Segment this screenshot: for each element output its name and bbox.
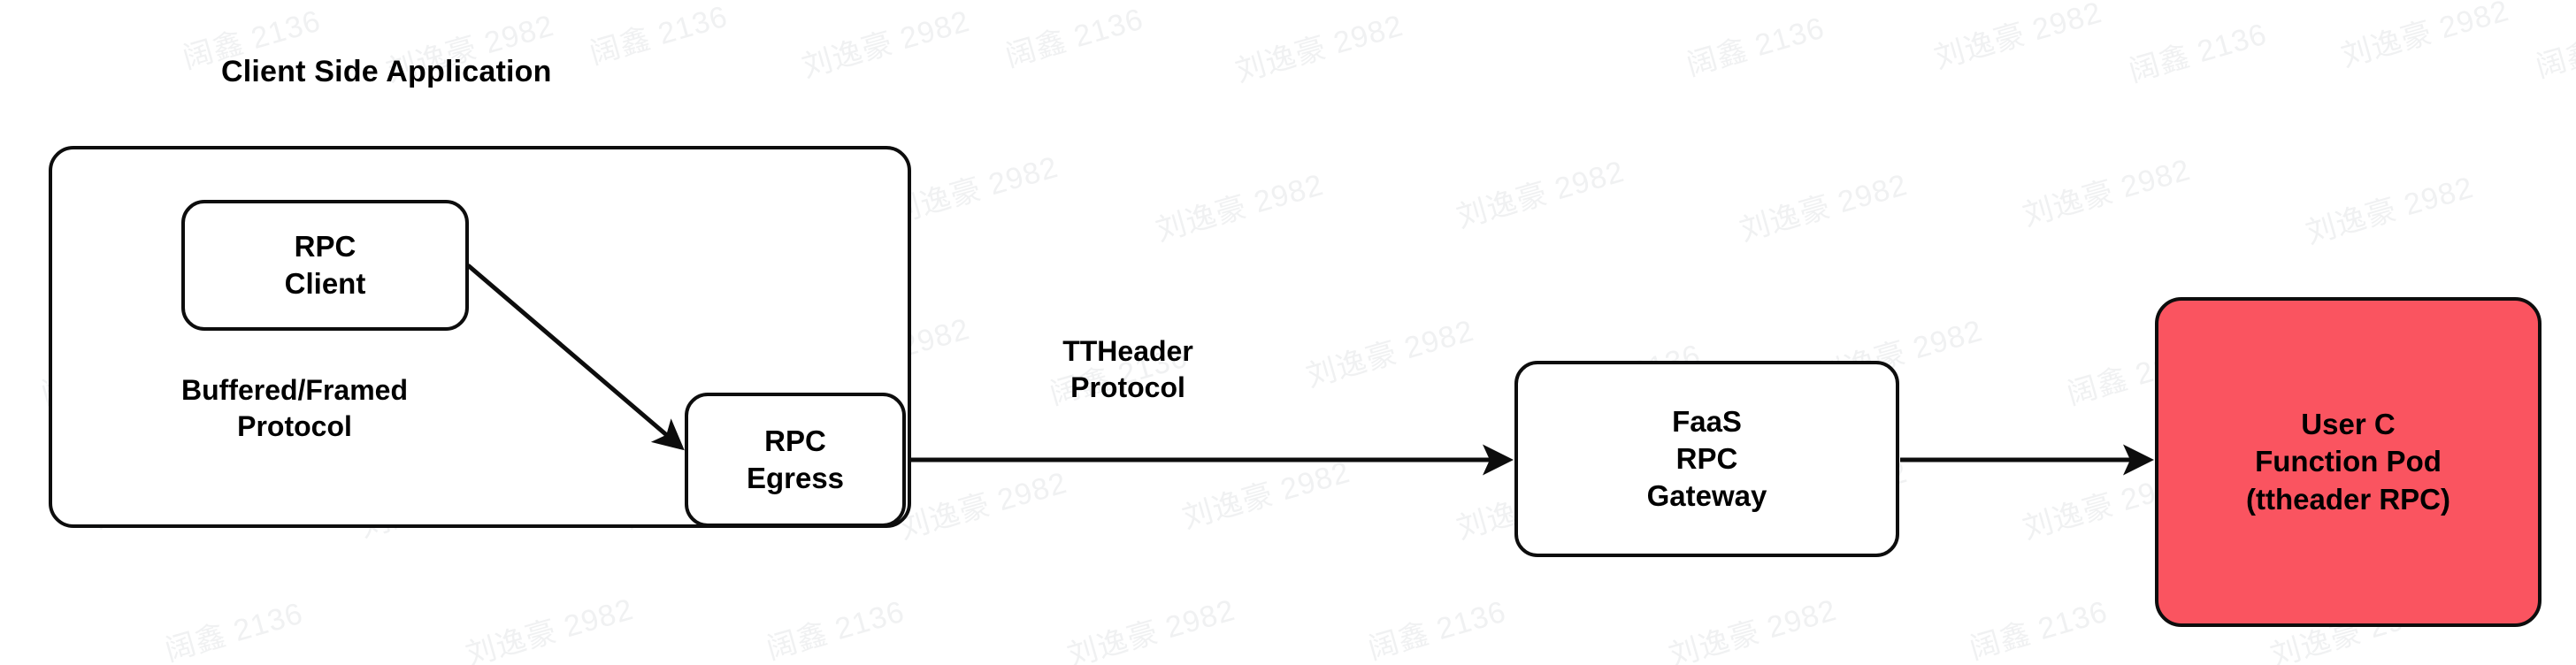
node-rpc-egress[interactable]: RPC Egress (685, 393, 906, 527)
node-faas-rpc-gateway[interactable]: FaaS RPC Gateway (1514, 361, 1899, 557)
node-user-c-function-pod[interactable]: User C Function Pod (ttheader RPC) (2155, 297, 2542, 627)
node-user-c-function-pod-label: User C Function Pod (ttheader RPC) (2245, 408, 2451, 516)
group-title-client-side-application: Client Side Application (221, 55, 552, 88)
node-rpc-client[interactable]: RPC Client (181, 200, 469, 331)
node-rpc-egress-label: RPC Egress (746, 424, 845, 494)
edge-label-ttheader-protocol: TTHeader Protocol (1062, 335, 1193, 403)
edge-label-buffered-framed-protocol: Buffered/Framed Protocol (180, 374, 409, 442)
node-faas-rpc-gateway-label: FaaS RPC Gateway (1646, 404, 1767, 513)
node-rpc-client-label: RPC Client (284, 229, 366, 300)
